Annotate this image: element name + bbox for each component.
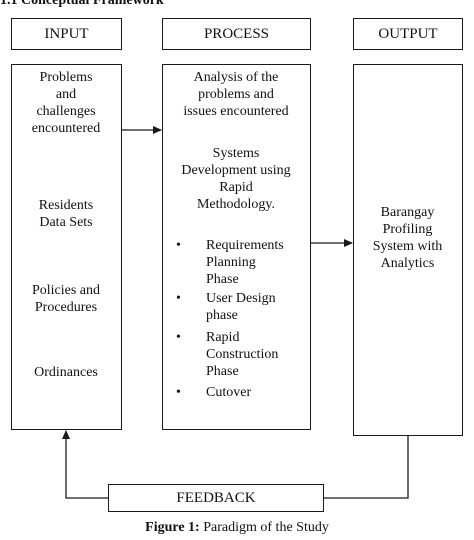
output-line: Analytics [380,256,435,271]
figure-caption: Figure 1: Paradigm of the Study [0,520,474,536]
phase-line: User Design [206,291,276,306]
input-line: Policies and [31,283,101,298]
input-line: Data Sets [39,215,93,230]
phase-line: Construction [206,347,279,362]
process-header-box: PROCESS [162,18,311,50]
section-heading: 1.1 Conceptual Framework [0,0,164,8]
process-line: Analysis of the [193,70,279,85]
input-line: Problems [39,70,93,85]
bullet-icon: • [176,330,181,345]
input-line: challenges [36,104,96,119]
feedback-label: FEEDBACK [176,489,256,506]
input-item-residents: Residents Data Sets [12,197,120,231]
output-header-box: OUTPUT [353,18,463,50]
input-line: and [55,87,77,102]
output-to-feedback-line [324,436,409,499]
input-item-ordinances: Ordinances [12,364,120,381]
process-systems-text: Systems Development using Rapid Methodol… [163,145,309,213]
input-box: Problems and challenges encountered Resi… [11,64,122,430]
figure-caption-text: Paradigm of the Study [199,520,329,535]
phase-item-cutover: • Cutover [176,384,306,402]
input-item-policies: Policies and Procedures [12,282,120,316]
phase-item-rapid-construction: • Rapid Construction Phase [176,329,306,381]
phase-line: phase [206,308,238,323]
input-header-box: INPUT [11,18,122,50]
output-line: System with [372,239,443,254]
output-line: Profiling [382,222,433,237]
phase-line: Requirements [206,238,284,253]
output-box: Barangay Profiling System with Analytics [353,64,463,436]
process-line: problems and [198,87,274,102]
bullet-icon: • [176,385,181,400]
input-item-problems: Problems and challenges encountered [12,69,120,137]
process-line: Systems [212,146,260,161]
phase-line: Cutover [206,385,252,400]
input-line: Ordinances [34,365,98,380]
input-line: Residents [38,198,94,213]
phase-line: Phase [206,272,239,287]
output-text: Barangay Profiling System with Analytics [354,204,461,272]
output-header-label: OUTPUT [378,25,438,42]
input-line: encountered [31,121,101,136]
input-header-label: INPUT [44,25,89,42]
process-line: issues encountered [183,104,289,119]
phase-line: Phase [206,364,239,379]
feedback-box: FEEDBACK [108,484,324,512]
bullet-icon: • [176,291,181,306]
phase-line: Planning [206,255,256,270]
phase-line: Rapid [206,330,240,345]
bullet-icon: • [176,238,181,253]
figure-caption-label: Figure 1: [145,520,200,535]
phase-item-user-design: • User Design phase [176,290,306,325]
process-line: Development using [181,163,291,178]
input-line: Procedures [34,300,98,315]
phase-item-requirements: • Requirements Planning Phase [176,237,306,289]
feedback-to-input-arrow [62,430,108,499]
process-analysis-text: Analysis of the problems and issues enco… [163,69,309,120]
process-box: Analysis of the problems and issues enco… [162,64,311,430]
process-line: Rapid [219,180,253,195]
process-line: Methodology. [196,197,276,212]
output-line: Barangay [380,205,435,220]
process-header-label: PROCESS [203,25,270,42]
